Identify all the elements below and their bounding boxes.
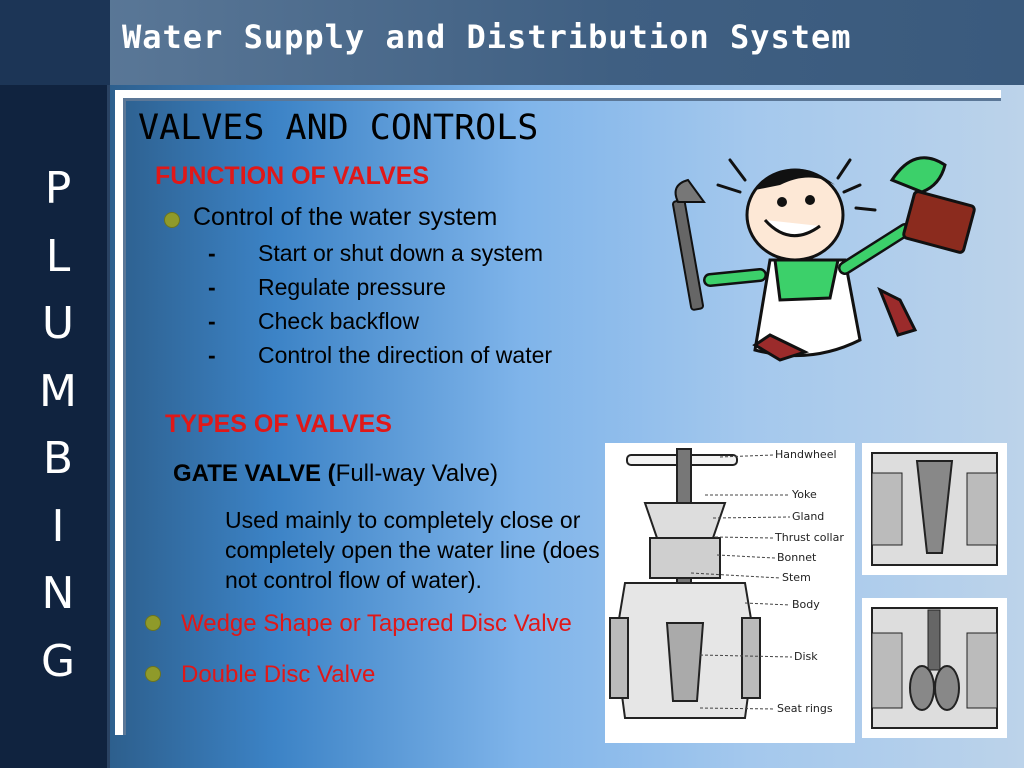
function-item: Check backflow [258,308,420,334]
gate-valve-description: Used mainly to completely close or compl… [225,505,607,595]
function-heading: FUNCTION OF VALVES [155,162,430,190]
function-item: Control the direction of water [258,342,553,368]
subtype-item: Double Disc Valve [181,661,376,688]
sidebar-vertical-word: P L U M B I N G [36,155,80,695]
header-title: Water Supply and Distribution System [122,18,852,56]
frame-border-left [115,90,123,735]
dash-marker: - [208,308,216,334]
diagram-label: Gland [792,510,824,523]
description-line: completely open the water line (does [225,537,600,563]
header-bar: Water Supply and Distribution System [0,0,1024,85]
dash-marker: - [208,240,216,266]
sidebar: P L U M B I N G [0,85,110,768]
wedge-valve-image [862,443,1007,575]
sidebar-letter: L [45,230,71,282]
sidebar-letter: U [41,298,75,349]
gate-valve-heading: GATE VALVE (Full-way Valve) [173,460,498,488]
bullet-icon [145,666,161,682]
gate-valve-diagram: Handwheel Yoke Gland Thrust collar Bonne… [605,443,855,743]
function-item: Regulate pressure [258,274,446,300]
gate-valve-bold: GATE VALVE ( [173,460,336,487]
diagram-label: Thrust collar [774,531,844,544]
diagram-label: Yoke [791,488,817,501]
dash-marker: - [208,274,216,300]
diagram-label: Seat rings [777,702,833,715]
diagram-label: Handwheel [775,448,837,461]
dash-marker: - [208,342,216,368]
sidebar-letter: B [42,433,74,484]
bullet-icon [164,212,180,228]
diagram-label: Stem [782,571,811,584]
bullet-icon [145,615,161,631]
slide-title: VALVES AND CONTROLS [138,108,539,148]
gate-valve-rest: Full-way Valve) [335,460,498,487]
function-item: Start or shut down a system [258,240,544,266]
description-line: not control flow of water). [225,567,482,593]
frame-border-top [115,90,1001,98]
sidebar-letter: I [51,500,65,552]
diagram-label: Body [792,598,820,611]
diagram-label: Bonnet [777,551,817,564]
frame-shadow-left [123,98,126,735]
diagram-label: Disk [794,650,818,663]
frame-shadow-top [123,98,1001,101]
double-disc-valve-image [862,598,1007,738]
sidebar-letter: N [41,568,75,619]
function-bullet: Control of the water system [193,203,498,231]
sidebar-letter: P [44,163,72,214]
sidebar-letter: M [39,365,77,417]
types-heading: TYPES OF VALVES [165,410,392,438]
plumber-cartoon-icon [672,156,976,362]
description-line: Used mainly to completely close or [225,507,581,533]
sidebar-letter: G [40,635,76,687]
header-corner [0,0,110,85]
subtype-item: Wedge Shape or Tapered Disc Valve [181,610,572,637]
